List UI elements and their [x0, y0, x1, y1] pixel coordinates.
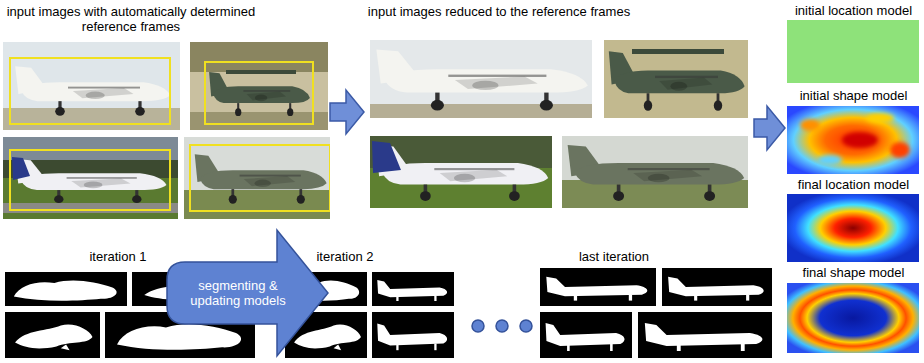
- panel-title: final shape model: [785, 265, 922, 280]
- illustration-part: [190, 42, 328, 72]
- illustration-part: [3, 108, 180, 130]
- illustration-part: [668, 277, 764, 301]
- illustration-part: [5, 312, 100, 358]
- process-arrow: segmenting & updating models: [165, 226, 330, 360]
- illustration-part: [472, 320, 484, 332]
- flow-arrow: [754, 106, 785, 150]
- illustration-part: [800, 113, 910, 165]
- illustration-part: [376, 145, 549, 201]
- illustration-part: [3, 137, 178, 219]
- panel-title: final location model: [785, 177, 922, 192]
- panel-heading: input images reduced to the reference fr…: [364, 4, 634, 19]
- illustration-part: [184, 137, 330, 219]
- illustration-part: [787, 106, 919, 174]
- panel-heading: input images with automatically determin…: [0, 4, 262, 34]
- illustration-part: [117, 324, 241, 350]
- illustration-part: [370, 40, 592, 118]
- illustration-part: [372, 272, 454, 306]
- illustration-part: [10, 58, 170, 124]
- illustration-part: [818, 155, 842, 165]
- illustration-part: [632, 49, 724, 54]
- illustration-part: [226, 70, 296, 74]
- illustration-part: [546, 277, 647, 301]
- illustration-part: [800, 119, 820, 131]
- location-model: [787, 20, 919, 83]
- illustration-part: [370, 136, 552, 208]
- mask-group: [540, 268, 772, 358]
- illustration-part: [638, 312, 772, 358]
- illustration-part: [195, 154, 327, 203]
- iteration-label: iteration 2: [287, 249, 403, 264]
- illustration-part: [377, 280, 447, 301]
- cropped-photo: [604, 40, 748, 118]
- illustration-part: [184, 190, 330, 219]
- illustration-part: [372, 141, 401, 173]
- illustration-part: [15, 66, 170, 115]
- cropped-photo: [370, 136, 552, 208]
- cropped-photo: [370, 40, 592, 118]
- illustration-part: [5, 272, 127, 306]
- shape-heatmap: [787, 283, 919, 353]
- location-heatmap: [787, 194, 919, 262]
- illustration-part: [3, 203, 178, 213]
- illustration-part: [15, 159, 166, 203]
- arrow-outline: [167, 230, 328, 356]
- process-label: segmenting & updating models: [173, 262, 303, 324]
- illustration-part: [842, 132, 878, 148]
- cropped-photo: [562, 136, 748, 208]
- illustration-part: [3, 42, 180, 130]
- panel-title: initial shape model: [785, 88, 922, 103]
- illustration-part: [376, 49, 587, 110]
- flow-arrow: [330, 90, 364, 134]
- iteration-label: last iteration: [556, 249, 672, 264]
- illustration-part: [540, 312, 632, 358]
- illustration-part: [662, 268, 772, 306]
- panel-title: initial location model: [785, 3, 922, 18]
- illustration-part: [377, 324, 447, 351]
- illustration-part: [14, 281, 117, 301]
- illustration-part: [540, 268, 656, 306]
- illustration-part: [562, 136, 748, 208]
- illustration-part: [15, 324, 92, 350]
- illustration-part: [546, 323, 625, 351]
- illustration-part: [10, 150, 170, 210]
- illustration-part: [609, 51, 745, 111]
- model-column: initial location model initial shape mode…: [785, 0, 922, 356]
- image-panel: input images reduced to the reference fr…: [364, 0, 754, 212]
- airplane-photo: [3, 137, 178, 219]
- illustration-part: [520, 320, 532, 332]
- illustration-part: [190, 42, 328, 130]
- illustration-part: [568, 145, 745, 201]
- illustration-part: [787, 106, 919, 174]
- ellipsis-dots: [472, 320, 532, 332]
- illustration-part: [372, 312, 454, 358]
- image-panel: input images with automatically determin…: [0, 0, 330, 222]
- illustration-part: [205, 62, 313, 124]
- iteration-label: iteration 1: [60, 249, 176, 264]
- illustration-part: [209, 72, 310, 116]
- illustration-part: [294, 324, 361, 350]
- illustration-part: [890, 142, 910, 158]
- illustration-part: [190, 112, 328, 130]
- illustration-part: [866, 113, 894, 123]
- airplane-photo: [190, 42, 328, 130]
- illustration-part: [370, 104, 592, 118]
- airplane-photo: [184, 137, 330, 219]
- illustration-part: [645, 323, 763, 351]
- airplane-photo: [3, 42, 180, 130]
- illustration-part: [190, 145, 330, 211]
- illustration-part: [12, 157, 30, 180]
- illustration-part: [604, 40, 748, 118]
- shape-heatmap: [787, 106, 919, 174]
- illustration-part: [496, 320, 508, 332]
